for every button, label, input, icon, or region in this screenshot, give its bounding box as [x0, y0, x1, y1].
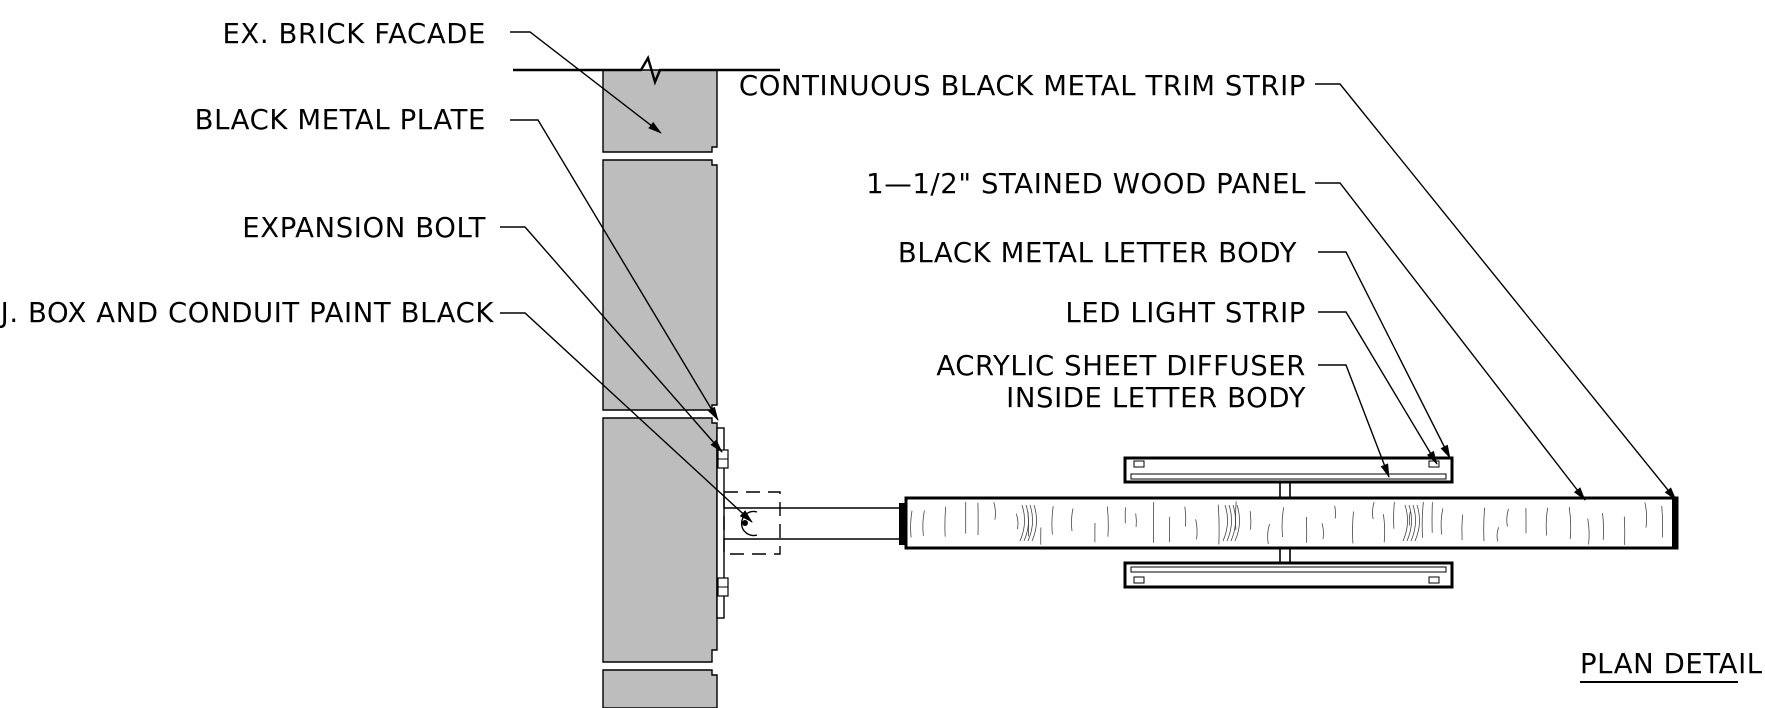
- wood-grain-stroke: [1506, 508, 1509, 527]
- label-jbox: EX. J. BOX AND CONDUIT PAINT BLACK: [0, 297, 494, 329]
- wood-grain-stroke: [1483, 507, 1485, 542]
- label-wood-panel: 1—1/2" STAINED WOOD PANEL: [866, 168, 1306, 200]
- wood-panel: [904, 496, 1679, 550]
- acrylic-diffuser: [1130, 473, 1447, 480]
- wood-grain-stroke: [1602, 512, 1604, 540]
- leader-jbox: [500, 312, 753, 523]
- brick-course-3: [602, 417, 718, 663]
- label-expansion-bolt: EXPANSION BOLT: [242, 212, 486, 244]
- wood-grain-stroke: [1568, 507, 1572, 540]
- wood-knot-stroke: [1414, 504, 1420, 542]
- wood-grain-stroke: [1334, 505, 1336, 519]
- wood-grain-stroke: [1644, 502, 1648, 528]
- wood-grain-stroke: [1496, 527, 1499, 542]
- wood-grain-stroke: [1587, 518, 1590, 545]
- wood-knot-stroke: [1226, 504, 1232, 542]
- wood-grain-stroke: [1217, 504, 1220, 545]
- leader-trim-strip: [1315, 83, 1677, 501]
- wood-grain-stroke: [1393, 501, 1395, 529]
- label-diffuser-line1: ACRYLIC SHEET DIFFUSER: [936, 350, 1306, 382]
- led-light-strip: [1428, 576, 1440, 584]
- expansion-bolt-top: [717, 449, 729, 469]
- wood-grain-stroke: [1249, 511, 1252, 530]
- trim-strip: [1672, 498, 1678, 548]
- brick-wall: [602, 69, 718, 708]
- leader-led-strip: [1318, 311, 1438, 465]
- wood-knot-stroke: [1023, 504, 1029, 542]
- wood-grain-stroke: [1106, 506, 1109, 537]
- wood-knot-stroke: [1402, 504, 1408, 542]
- wood-grain-stroke: [1071, 508, 1074, 532]
- brick-course-2: [602, 159, 718, 411]
- wood-knot-stroke: [1222, 504, 1228, 542]
- wood-grain-stroke: [910, 510, 913, 538]
- label-metal-plate: BLACK METAL PLATE: [195, 104, 486, 136]
- wood-grain-stroke: [922, 510, 925, 536]
- wood-grain-stroke: [1545, 507, 1548, 536]
- leader-expansion-bolt: [500, 226, 723, 453]
- label-led-strip: LED LIGHT STRIP: [1065, 297, 1306, 329]
- wood-knot-stroke: [1406, 504, 1412, 542]
- support-arm: [724, 503, 906, 545]
- letter-body-bottom: [1123, 561, 1454, 589]
- wood-grain-stroke: [1421, 502, 1424, 538]
- wood-knot-stroke: [1031, 504, 1037, 542]
- wood-grain-stroke: [1184, 506, 1187, 527]
- wood-grain-stroke: [1408, 511, 1411, 526]
- wood-grain-stroke: [1352, 511, 1354, 544]
- wood-grain-stroke: [1015, 513, 1019, 530]
- wood-knot-stroke: [1027, 504, 1033, 542]
- letter-body-top: [1123, 456, 1454, 484]
- led-light-strip: [1133, 576, 1145, 584]
- wood-grain-stroke: [1661, 505, 1664, 538]
- led-light-strip: [1133, 460, 1145, 468]
- brick-course-1: [602, 69, 718, 153]
- wood-knot-stroke: [1234, 504, 1240, 542]
- wood-grain-stroke: [1051, 506, 1054, 535]
- label-trim-strip: CONTINUOUS BLACK METAL TRIM STRIP: [739, 70, 1306, 102]
- wood-grain: [910, 501, 1664, 545]
- wood-grain-stroke: [993, 502, 996, 520]
- wood-grain-stroke: [1321, 523, 1324, 540]
- wood-knot-stroke: [1019, 504, 1025, 542]
- leader-wood-panel: [1315, 182, 1586, 501]
- break-line: [513, 54, 780, 86]
- leader-brick-facade: [510, 31, 662, 134]
- expansion-bolt-bottom: [717, 577, 729, 597]
- wood-grain-stroke: [1135, 513, 1137, 528]
- acrylic-diffuser: [1130, 566, 1447, 573]
- wood-grain-stroke: [1281, 507, 1284, 538]
- wood-knot-stroke: [1410, 504, 1416, 542]
- label-diffuser-line2: INSIDE LETTER BODY: [1006, 382, 1306, 414]
- leader-lines: [500, 31, 1677, 523]
- label-letter-body: BLACK METAL LETTER BODY: [898, 237, 1297, 269]
- wood-knot-stroke: [1230, 504, 1236, 542]
- wood-grain-stroke: [1440, 508, 1444, 535]
- wood-grain-stroke: [1267, 523, 1270, 545]
- leader-metal-plate: [510, 119, 719, 421]
- wood-grain-stroke: [1461, 514, 1463, 541]
- standoff-top: [1279, 482, 1291, 498]
- wood-grain-stroke: [944, 506, 947, 537]
- junction-box: [723, 491, 781, 555]
- brick-course-4: [602, 669, 718, 708]
- drawing-title: PLAN DETAIL: [1580, 648, 1763, 680]
- leader-letter-body: [1318, 251, 1451, 459]
- label-brick-facade: EX. BRICK FACADE: [222, 18, 486, 50]
- wood-grain-stroke: [1372, 501, 1375, 520]
- wood-grain-stroke: [1195, 519, 1198, 540]
- leader-diffuser: [1318, 364, 1390, 478]
- standoff-bottom: [1279, 548, 1291, 563]
- wood-grain-stroke: [1383, 514, 1386, 543]
